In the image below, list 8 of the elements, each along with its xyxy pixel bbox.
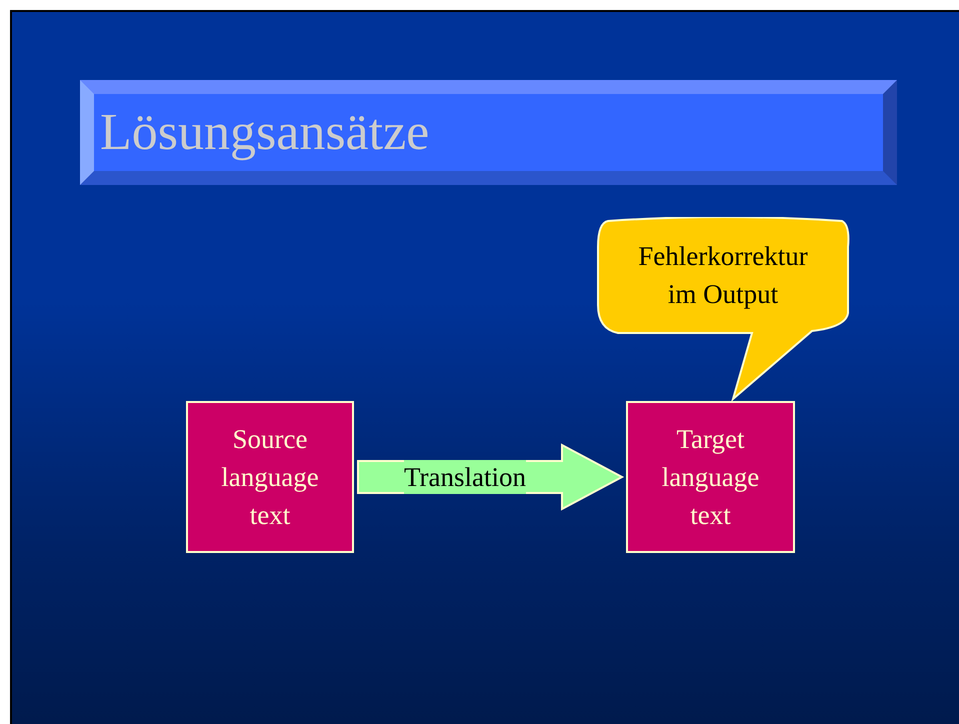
process-box: [186, 401, 354, 553]
callout-text: Fehlerkorrektur im Output: [637, 240, 809, 311]
speech-bubble: [594, 217, 852, 401]
edge-label: Translation: [404, 460, 526, 494]
box-text: Source language text: [220, 423, 320, 532]
title: Lösungsansätze: [99, 106, 430, 158]
process-box: [626, 401, 795, 553]
box-text: Target language text: [660, 423, 760, 532]
